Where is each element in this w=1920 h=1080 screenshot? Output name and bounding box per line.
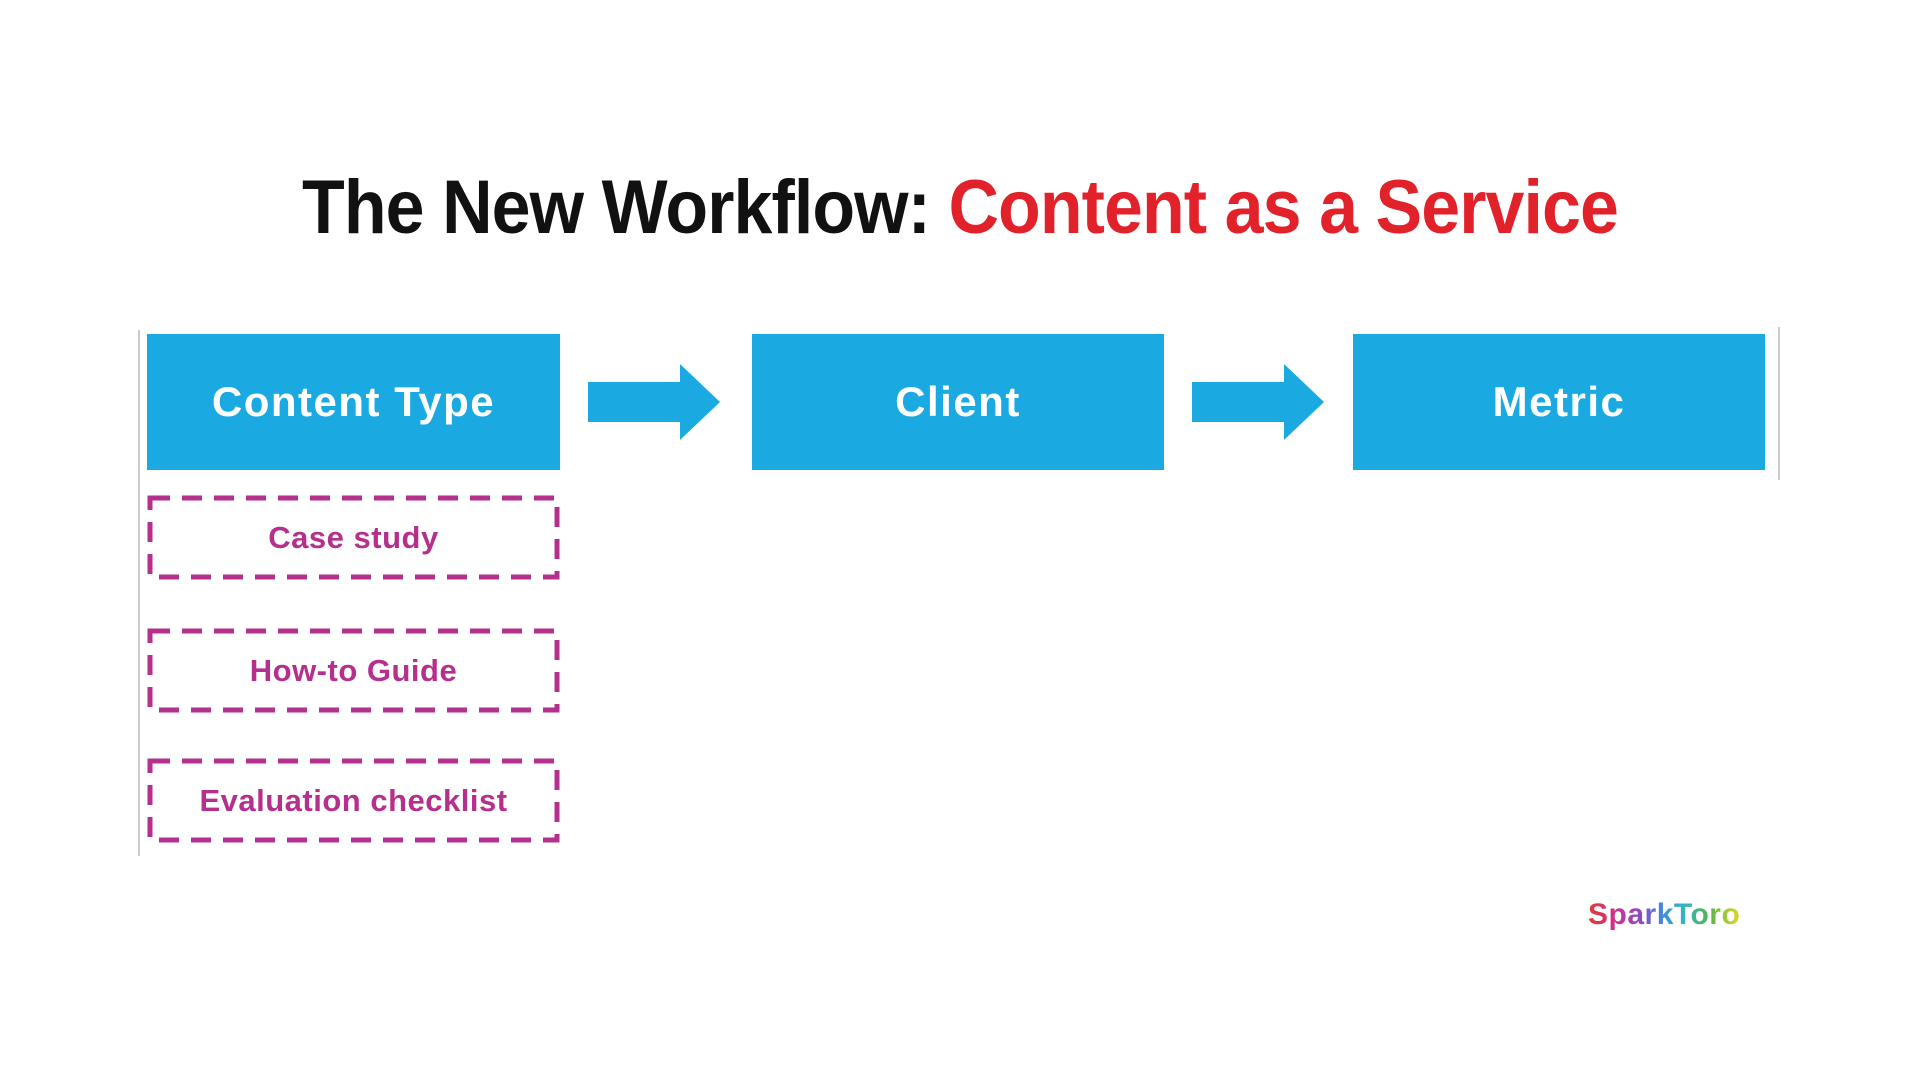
title-highlight: Content as a Service <box>948 165 1618 250</box>
flow-box-client-label: Client <box>895 378 1021 425</box>
dashed-border <box>147 628 560 713</box>
sparktoro-logo: SparkToro <box>1588 898 1741 931</box>
arrow-shaft <box>1192 382 1284 422</box>
content-type-option-how-to-guide: How-to Guide <box>147 628 560 713</box>
flow-box-content-type: Content Type <box>147 334 560 470</box>
option-label: How-to Guide <box>249 652 458 688</box>
rule-line-right <box>1778 327 1780 480</box>
flow-box-content-type-label: Content Type <box>211 378 496 425</box>
arrow-shaft <box>588 382 680 422</box>
option-label: Case study <box>268 519 439 555</box>
arrow-right-icon <box>588 364 720 440</box>
flow-box-metric-label: Metric <box>1492 378 1626 425</box>
arrow-head <box>680 364 720 440</box>
dashed-border <box>147 758 560 843</box>
slide-title: The New Workflow: Content as a Service <box>77 158 1843 258</box>
dashed-border <box>147 495 560 580</box>
content-type-option-evaluation-checklist: Evaluation checklist <box>147 758 560 843</box>
rule-line-left <box>138 330 140 856</box>
flow-box-client: Client <box>752 334 1164 470</box>
title-prefix: The New Workflow: <box>302 165 949 250</box>
content-type-option-case-study: Case study <box>147 495 560 580</box>
option-label: Evaluation checklist <box>199 782 508 818</box>
arrow-right-icon <box>1192 364 1324 440</box>
flow-box-metric: Metric <box>1353 334 1765 470</box>
arrow-head <box>1284 364 1324 440</box>
